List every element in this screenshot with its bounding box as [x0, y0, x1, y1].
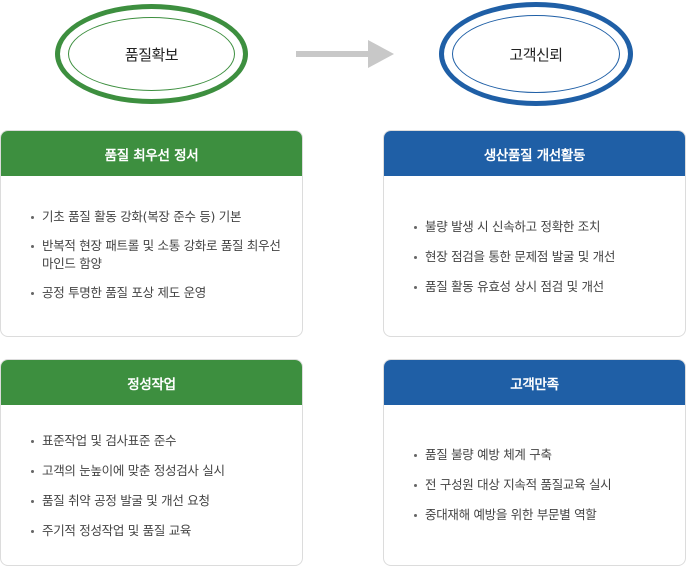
card-title: 고객만족 [384, 360, 685, 405]
list-item: 반복적 현장 패트롤 및 소통 강화로 품질 최우선 마인드 함양 [1, 237, 302, 273]
list-item: 품질 취약 공정 발굴 및 개선 요청 [1, 492, 302, 510]
list-item: 중대재해 예방을 위한 부문별 역할 [384, 506, 685, 524]
list-item: 고객의 눈높이에 맞춘 정성검사 실시 [1, 462, 302, 480]
card-title: 품질 최우선 정서 [1, 131, 302, 176]
card-customer-satisfaction: 고객만족 품질 불량 예방 체계 구축 전 구성원 대상 지속적 품질교육 실시… [383, 359, 686, 566]
list-item: 전 구성원 대상 지속적 품질교육 실시 [384, 476, 685, 494]
list-item: 공정 투명한 품질 포상 제도 운영 [1, 284, 302, 302]
list-item: 품질 불량 예방 체계 구축 [384, 446, 685, 464]
list-item: 표준작업 및 검사표준 준수 [1, 432, 302, 450]
list-item: 불량 발생 시 신속하고 정확한 조치 [384, 218, 685, 236]
card-list: 불량 발생 시 신속하고 정확한 조치 현장 점검을 통한 문제점 발굴 및 개… [384, 176, 685, 296]
list-item: 주기적 정성작업 및 품질 교육 [1, 522, 302, 540]
card-list: 표준작업 및 검사표준 준수 고객의 눈높이에 맞춘 정성검사 실시 품질 취약… [1, 405, 302, 540]
list-item: 기초 품질 활동 강화(복장 준수 등) 기본 [1, 208, 302, 226]
quality-assurance-oval: 품질확보 [55, 4, 248, 104]
arrow-right-icon [296, 40, 394, 68]
card-quality-first: 품질 최우선 정서 기초 품질 활동 강화(복장 준수 등) 기본 반복적 현장… [0, 130, 303, 337]
card-list: 기초 품질 활동 강화(복장 준수 등) 기본 반복적 현장 패트롤 및 소통 … [1, 176, 302, 302]
customer-trust-label: 고객신뢰 [452, 15, 620, 93]
card-title: 정성작업 [1, 360, 302, 405]
card-production-quality: 생산품질 개선활동 불량 발생 시 신속하고 정확한 조치 현장 점검을 통한 … [383, 130, 686, 337]
card-title: 생산품질 개선활동 [384, 131, 685, 176]
list-item: 현장 점검을 통한 문제점 발굴 및 개선 [384, 248, 685, 266]
quality-assurance-label: 품질확보 [68, 17, 235, 91]
card-careful-work: 정성작업 표준작업 및 검사표준 준수 고객의 눈높이에 맞춘 정성검사 실시 … [0, 359, 303, 566]
customer-trust-oval: 고객신뢰 [439, 2, 633, 106]
card-list: 품질 불량 예방 체계 구축 전 구성원 대상 지속적 품질교육 실시 중대재해… [384, 405, 685, 524]
list-item: 품질 활동 유효성 상시 점검 및 개선 [384, 278, 685, 296]
